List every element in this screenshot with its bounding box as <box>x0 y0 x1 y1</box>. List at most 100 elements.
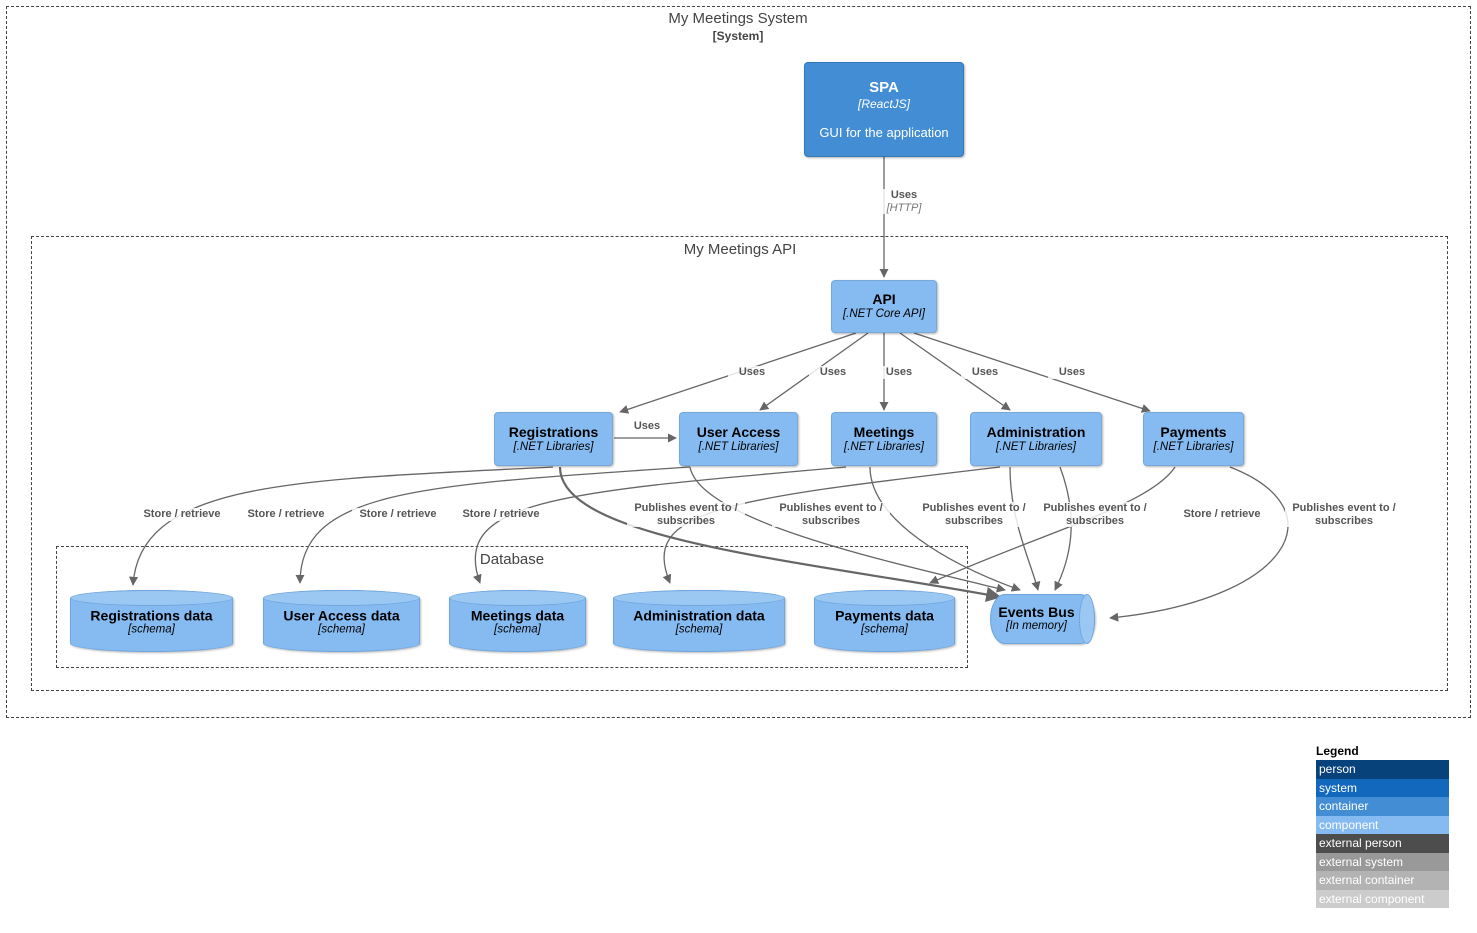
boundary-system-label: My Meetings System <box>668 10 808 27</box>
node-payments-tech: [.NET Libraries] <box>1153 440 1234 453</box>
cylinder-top <box>263 590 420 606</box>
edge-label-api-uses-meetings: Uses <box>875 366 923 379</box>
datastore-label: Administration data [schema] <box>613 607 785 637</box>
datastore-label: Meetings data [schema] <box>449 607 586 637</box>
node-api-title: API <box>872 291 896 308</box>
edge-label-line1: Publishes event to / <box>1292 502 1396 514</box>
legend-row-external-component: external component <box>1316 889 1449 908</box>
edge-label-text: Uses <box>633 420 661 432</box>
cylinder-top <box>70 590 233 606</box>
legend-label: external person <box>1319 836 1402 850</box>
edge-label-text: Store / retrieve <box>247 508 325 520</box>
edge-label-line1: Publishes event to / <box>922 502 1026 514</box>
datastore-administration-data-tech: [schema] <box>675 623 723 636</box>
edge-label-administration-store-retrieve: Store / retrieve <box>455 508 547 521</box>
node-api-tech: [.NET Core API] <box>842 308 925 321</box>
edge-label-registrations-publishes-events: Publishes event to / subscribes <box>627 502 745 527</box>
boundary-system-sublabel: [System] <box>712 29 764 43</box>
datastore-registrations-data-title: Registrations data <box>90 607 213 624</box>
node-administration-tech: [.NET Libraries] <box>996 440 1076 453</box>
edge-label-text: Uses <box>890 189 918 201</box>
datastore-administration-data-title: Administration data <box>633 607 765 624</box>
queue-label: Events Bus [In memory] <box>990 604 1083 634</box>
cylinder-top <box>613 590 785 606</box>
queue-events-bus-title: Events Bus <box>998 604 1075 621</box>
edge-label-text: Uses <box>971 366 999 378</box>
edge-label-user-access-publishes-events: Publishes event to / subscribes <box>772 502 890 527</box>
boundary-title-system: My Meetings System [System] <box>596 10 880 45</box>
node-payments[interactable]: Payments [.NET Libraries] <box>1143 412 1244 466</box>
legend: Legend person system container component… <box>1316 744 1449 908</box>
node-administration[interactable]: Administration [.NET Libraries] <box>970 412 1102 466</box>
node-user-access-tech: [.NET Libraries] <box>698 440 779 453</box>
edge-label-text: Uses <box>819 366 847 378</box>
node-payments-title: Payments <box>1160 423 1227 440</box>
cylinder-top <box>814 590 955 606</box>
datastore-user-access-data-title: User Access data <box>283 607 400 624</box>
legend-row-system: system <box>1316 778 1449 797</box>
node-administration-title: Administration <box>986 423 1086 440</box>
node-spa-description: GUI for the application <box>819 124 949 140</box>
edge-label-text: Uses <box>738 366 766 378</box>
node-registrations-title: Registrations <box>508 423 599 440</box>
edge-label-registrations-uses-user-access: Uses <box>624 420 670 433</box>
legend-label: component <box>1319 817 1379 832</box>
edge-label-meetings-store-retrieve: Store / retrieve <box>352 508 444 521</box>
datastore-administration-data[interactable]: Administration data [schema] <box>613 590 785 652</box>
datastore-user-access-data[interactable]: User Access data [schema] <box>263 590 420 652</box>
datastore-payments-data-tech: [schema] <box>861 623 908 636</box>
boundary-title-api: My Meetings API <box>600 241 880 258</box>
node-registrations[interactable]: Registrations [.NET Libraries] <box>494 412 613 466</box>
legend-label: external container <box>1319 873 1415 887</box>
legend-title: Legend <box>1316 744 1359 758</box>
edge-label-spa-uses-api: Uses [HTTP] <box>872 189 936 214</box>
node-user-access[interactable]: User Access [.NET Libraries] <box>679 412 798 466</box>
datastore-meetings-data-title: Meetings data <box>470 607 565 624</box>
legend-label: person <box>1319 762 1356 776</box>
datastore-label: Payments data [schema] <box>814 607 955 637</box>
datastore-payments-data[interactable]: Payments data [schema] <box>814 590 955 652</box>
node-meetings-tech: [.NET Libraries] <box>844 440 924 453</box>
edge-label-text: Store / retrieve <box>1183 508 1261 520</box>
queue-cap <box>1079 594 1095 644</box>
edge-label-line2: subscribes <box>656 514 716 527</box>
edge-label-api-uses-user-access: Uses <box>809 366 857 379</box>
node-meetings-title: Meetings <box>853 423 915 440</box>
legend-label: system <box>1319 780 1358 795</box>
edge-label-payments-store-retrieve: Store / retrieve <box>1176 508 1268 521</box>
datastore-label: Registrations data [schema] <box>70 607 233 637</box>
edge-label-api-uses-payments: Uses <box>1048 366 1096 379</box>
legend-label: external component <box>1319 891 1425 906</box>
queue-body <box>990 594 1095 644</box>
edge-label-api-uses-registrations: Uses <box>728 366 776 379</box>
boundary-my-meetings-system <box>6 6 1471 718</box>
queue-events-bus[interactable]: Events Bus [In memory] <box>990 594 1095 644</box>
datastore-meetings-data[interactable]: Meetings data [schema] <box>449 590 586 652</box>
legend-row-component: component <box>1316 815 1449 834</box>
edge-label-meetings-publishes-events: Publishes event to / subscribes <box>915 502 1033 527</box>
datastore-meetings-data-tech: [schema] <box>494 623 541 636</box>
edge-label-tech: [HTTP] <box>886 201 922 214</box>
legend-row-external-person: external person <box>1316 834 1449 853</box>
node-user-access-title: User Access <box>696 423 781 440</box>
edge-label-line1: Publishes event to / <box>634 502 738 514</box>
edge-label-registrations-store-retrieve: Store / retrieve <box>136 508 228 521</box>
legend-row-person: person <box>1316 760 1449 779</box>
edge-label-user-access-store-retrieve: Store / retrieve <box>240 508 332 521</box>
node-spa[interactable]: SPA [ReactJS] GUI for the application <box>804 62 964 157</box>
legend-row-container: container <box>1316 797 1449 816</box>
node-meetings[interactable]: Meetings [.NET Libraries] <box>831 412 937 466</box>
edge-label-line2: subscribes <box>1314 514 1374 527</box>
datastore-user-access-data-tech: [schema] <box>318 623 365 636</box>
boundary-api-label: My Meetings API <box>683 241 797 258</box>
edge-label-text: Store / retrieve <box>462 508 540 520</box>
datastore-registrations-data[interactable]: Registrations data [schema] <box>70 590 233 652</box>
node-api[interactable]: API [.NET Core API] <box>831 280 937 333</box>
boundary-my-meetings-api <box>31 236 1448 691</box>
boundary-title-database: Database <box>432 551 592 568</box>
cylinder-top <box>449 590 586 606</box>
edge-label-payments-publishes-events: Publishes event to / subscribes <box>1285 502 1403 527</box>
datastore-label: User Access data [schema] <box>263 607 420 637</box>
edge-label-line1: Publishes event to / <box>1043 502 1147 514</box>
